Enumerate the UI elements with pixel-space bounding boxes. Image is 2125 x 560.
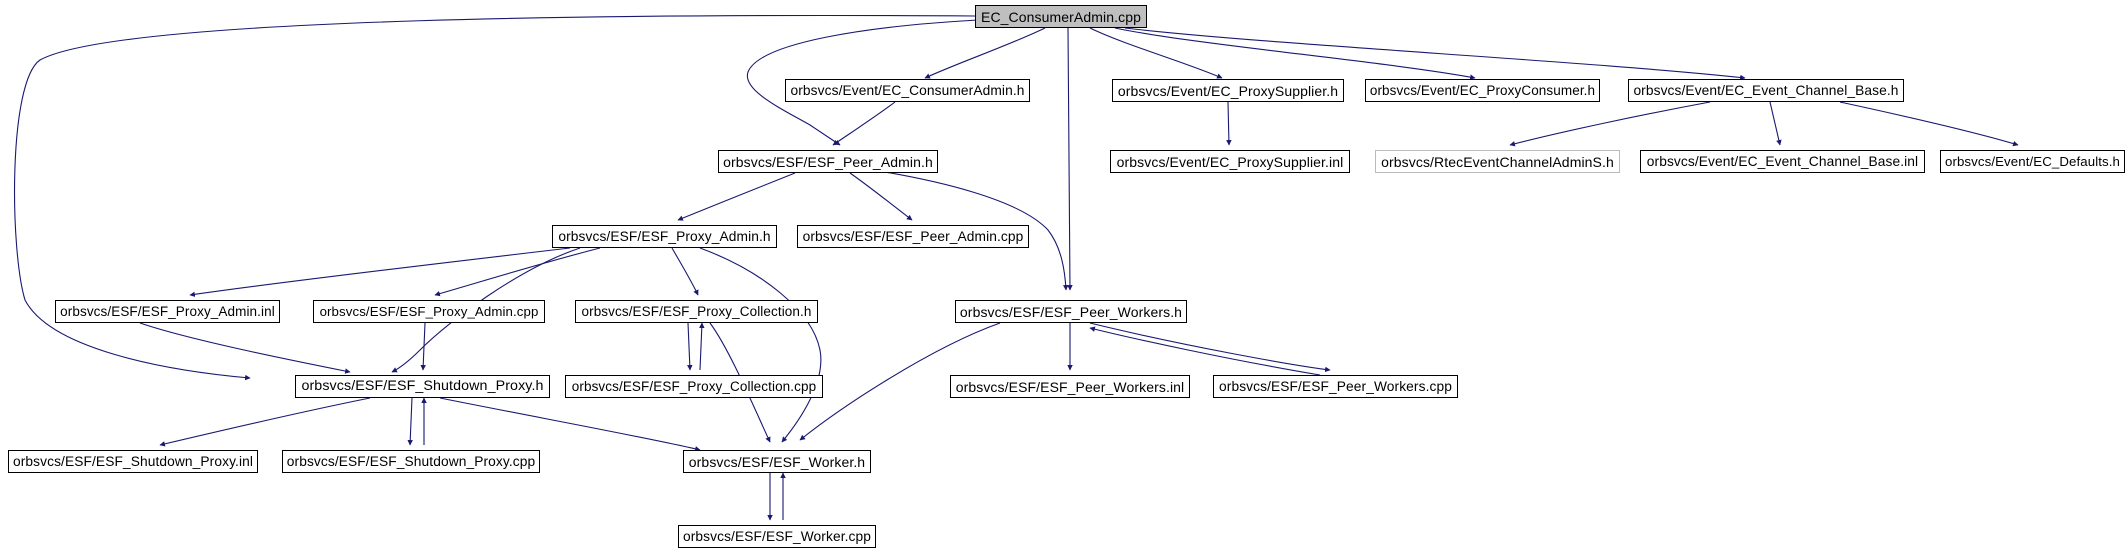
graph-node[interactable]: orbsvcs/ESF/ESF_Peer_Admin.cpp	[797, 225, 1029, 248]
graph-node-label: orbsvcs/ESF/ESF_Shutdown_Proxy.inl	[12, 453, 254, 469]
graph-node[interactable]: orbsvcs/ESF/ESF_Peer_Workers.cpp	[1213, 375, 1458, 398]
graph-edge	[924, 27, 1046, 79]
graph-edge	[1067, 27, 1073, 291]
graph-edge	[1769, 101, 1782, 146]
graph-node[interactable]: orbsvcs/Event/EC_ConsumerAdmin.h	[785, 79, 1030, 102]
graph-node-label: orbsvcs/ESF/ESF_Peer_Admin.cpp	[802, 228, 1024, 244]
graph-node-label: orbsvcs/ESF/ESF_Proxy_Admin.h	[558, 228, 771, 244]
graph-node-label: orbsvcs/ESF/ESF_Peer_Workers.cpp	[1219, 378, 1452, 394]
graph-node-label: orbsvcs/ESF/ESF_Shutdown_Proxy.cpp	[286, 453, 536, 469]
graph-edge	[1839, 101, 2019, 147]
graph-node[interactable]: orbsvcs/Event/EC_Defaults.h	[1940, 150, 2125, 173]
graph-node-label: orbsvcs/ESF/ESF_Proxy_Admin.cpp	[319, 303, 539, 319]
graph-edge	[13, 14, 976, 381]
graph-edge	[1226, 101, 1232, 146]
graph-edge	[420, 322, 426, 371]
graph-node-label: orbsvcs/Event/EC_ProxyConsumer.h	[1369, 82, 1596, 98]
graph-edge	[407, 397, 413, 446]
graph-node-label: orbsvcs/ESF/ESF_Worker.h	[688, 453, 866, 470]
graph-node[interactable]: orbsvcs/Event/EC_ProxySupplier.h	[1112, 79, 1344, 102]
graph-node[interactable]: orbsvcs/ESF/ESF_Peer_Workers.h	[955, 300, 1187, 323]
graph-edge	[1089, 322, 1331, 373]
graph-edge	[677, 172, 796, 221]
graph-edge	[832, 101, 896, 146]
graph-node[interactable]: orbsvcs/Event/EC_ProxySupplier.inl	[1110, 150, 1350, 173]
graph-node-label: orbsvcs/ESF/ESF_Proxy_Collection.cpp	[571, 378, 817, 394]
graph-node-label: orbsvcs/ESF/ESF_Worker.cpp	[682, 528, 872, 544]
graph-node[interactable]: orbsvcs/ESF/ESF_Worker.h	[683, 450, 871, 473]
graph-node-label: EC_ConsumerAdmin.cpp	[981, 8, 1141, 25]
graph-edge	[189, 247, 571, 298]
graph-node-label: orbsvcs/ESF/ESF_Peer_Workers.h	[959, 303, 1183, 320]
graph-node-label: orbsvcs/ESF/ESF_Proxy_Admin.inl	[60, 303, 275, 319]
graph-node-label: orbsvcs/Event/EC_ConsumerAdmin.h	[790, 82, 1025, 98]
graph-node[interactable]: EC_ConsumerAdmin.cpp	[975, 5, 1147, 28]
graph-node[interactable]: orbsvcs/ESF/ESF_Shutdown_Proxy.inl	[8, 450, 258, 473]
graph-edge	[159, 397, 371, 447]
graph-node[interactable]: orbsvcs/Event/EC_Event_Channel_Base.h	[1628, 79, 1904, 102]
graph-node[interactable]: orbsvcs/ESF/ESF_Peer_Admin.h	[718, 150, 938, 173]
graph-node[interactable]: orbsvcs/ESF/ESF_Proxy_Collection.cpp	[565, 375, 823, 398]
graph-edge	[1089, 27, 1223, 79]
graph-edge	[434, 247, 601, 297]
graph-node[interactable]: orbsvcs/ESF/ESF_Peer_Workers.inl	[950, 375, 1190, 398]
graph-edge	[1089, 326, 1321, 376]
graph-node-label: orbsvcs/Event/EC_Event_Channel_Base.inl	[1646, 153, 1919, 169]
graph-node[interactable]: orbsvcs/ESF/ESF_Proxy_Collection.h	[575, 300, 818, 323]
graph-node-label: orbsvcs/Event/EC_Event_Channel_Base.h	[1633, 82, 1899, 98]
graph-node-label: orbsvcs/Event/EC_ProxySupplier.h	[1117, 82, 1339, 99]
graph-node[interactable]: orbsvcs/Event/EC_Event_Channel_Base.inl	[1640, 150, 1925, 173]
graph-node-label: orbsvcs/ESF/ESF_Peer_Admin.h	[723, 153, 933, 170]
graph-node[interactable]: orbsvcs/ESF/ESF_Shutdown_Proxy.cpp	[282, 450, 540, 473]
graph-edge	[1509, 101, 1711, 147]
graph-node-label: orbsvcs/ESF/ESF_Shutdown_Proxy.h	[301, 378, 544, 395]
graph-node-label: orbsvcs/ESF/ESF_Peer_Workers.inl	[955, 378, 1185, 395]
graph-edge	[687, 322, 693, 371]
graph-node-label: orbsvcs/Event/EC_Defaults.h	[1944, 153, 2121, 169]
graph-node[interactable]: orbsvcs/ESF/ESF_Shutdown_Proxy.h	[295, 375, 550, 398]
graph-node[interactable]: orbsvcs/ESF/ESF_Proxy_Admin.h	[552, 225, 777, 248]
graph-edge	[699, 322, 705, 371]
graph-edge	[1124, 27, 1746, 81]
graph-node[interactable]: orbsvcs/Event/EC_ProxyConsumer.h	[1365, 79, 1600, 102]
graph-edge	[439, 397, 701, 452]
graph-edge	[671, 247, 699, 296]
graph-node-label: orbsvcs/ESF/ESF_Proxy_Collection.h	[581, 303, 812, 319]
graph-edge	[139, 322, 351, 374]
graph-node-label: orbsvcs/RtecEventChannelAdminS.h	[1381, 153, 1614, 170]
graph-edge	[699, 247, 822, 443]
graph-node[interactable]: orbsvcs/ESF/ESF_Proxy_Admin.cpp	[313, 300, 545, 323]
graph-edge	[1114, 27, 1476, 80]
graph-node-label: orbsvcs/Event/EC_ProxySupplier.inl	[1116, 153, 1344, 170]
graph-node[interactable]: orbsvcs/ESF/ESF_Worker.cpp	[678, 525, 876, 548]
graph-node[interactable]: orbsvcs/RtecEventChannelAdminS.h	[1375, 150, 1620, 173]
graph-node[interactable]: orbsvcs/ESF/ESF_Proxy_Admin.inl	[55, 300, 280, 323]
graph-edge	[849, 172, 913, 221]
